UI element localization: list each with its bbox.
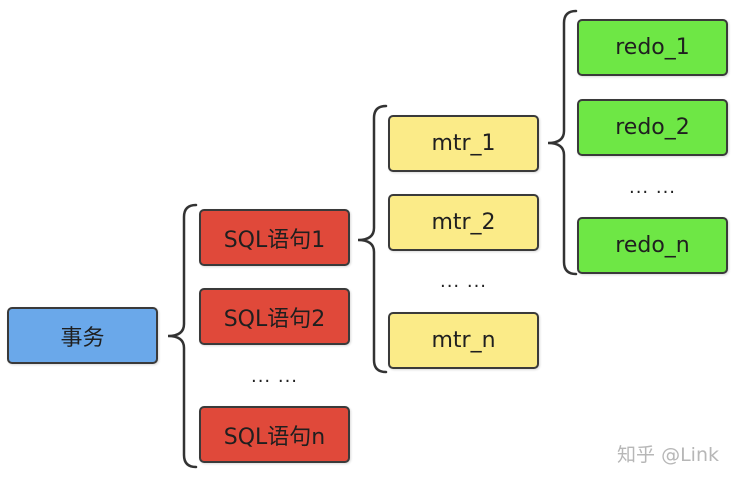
redo-2-box: redo_2 [577, 99, 728, 156]
sql-statement-2-label: SQL语句2 [223, 306, 326, 332]
redo-2-label: redo_2 [615, 115, 690, 140]
redo-n-box: redo_n [577, 217, 728, 274]
sql-statement-2-box: SQL语句2 [199, 288, 350, 345]
sql-statement-1-box: SQL语句1 [199, 209, 350, 266]
mtr-2-label: mtr_2 [431, 210, 496, 235]
bracket-transaction-to-sql [167, 203, 198, 469]
mtr-2-box: mtr_2 [388, 194, 539, 251]
redo-1-box: redo_1 [577, 19, 728, 76]
sql-ellipsis: ... ... [250, 366, 299, 387]
mtr-1-label: mtr_1 [431, 131, 496, 156]
transaction-label: 事务 [60, 325, 105, 351]
sql-statement-n-box: SQL语句n [199, 406, 350, 463]
bracket-sql-to-mtr [357, 104, 388, 374]
transaction-box: 事务 [7, 307, 158, 364]
mtr-n-label: mtr_n [431, 328, 496, 353]
redo-n-label: redo_n [615, 233, 690, 258]
redo-ellipsis: ... ... [628, 177, 677, 198]
sql-statement-1-label: SQL语句1 [223, 227, 326, 253]
sql-statement-n-label: SQL语句n [223, 424, 326, 450]
watermark-text: 知乎 @Link [617, 444, 719, 466]
bracket-mtr-to-redo [547, 9, 578, 276]
mtr-ellipsis: ... ... [439, 271, 488, 292]
mtr-n-box: mtr_n [388, 312, 539, 369]
mtr-1-box: mtr_1 [388, 115, 539, 172]
redo-1-label: redo_1 [615, 35, 690, 60]
